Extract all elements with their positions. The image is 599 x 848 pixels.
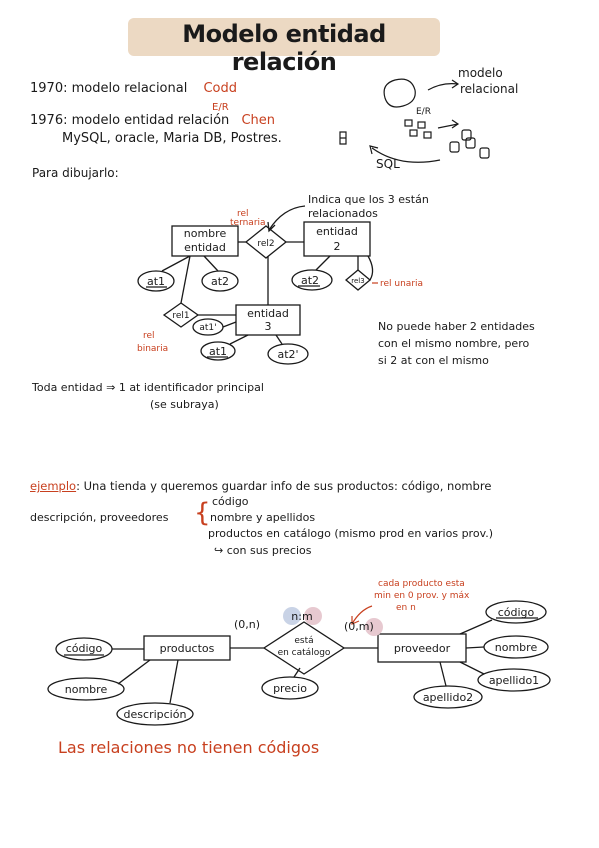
at1-ellipse-2 [200, 341, 236, 361]
entity-2-box [303, 221, 371, 257]
sketch-box-2 [449, 141, 460, 153]
note-right-2: con el mismo nombre, pero [378, 337, 530, 350]
productos-label: productos [160, 642, 215, 655]
at2-prime-label: at2' [277, 348, 298, 361]
rel3-diamond [344, 269, 372, 291]
history-line-2-text: 1976: modelo entidad relación [30, 113, 230, 128]
note-line-3: en n [396, 603, 416, 613]
at1-label: at1 [147, 275, 165, 288]
para-dibujar: Para dibujarlo: [32, 166, 119, 180]
m-highlight [304, 607, 322, 625]
cardinality-left: (0,n) [234, 618, 260, 631]
sketch-arrow-right [437, 123, 459, 129]
page-title: Modelo entidad relación [182, 20, 386, 76]
note-arrow [268, 205, 306, 231]
nombre-left-label: nombre [65, 683, 108, 696]
at2-label-2: at2 [301, 274, 319, 287]
brace-item-2: nombre y apellidos [210, 511, 316, 524]
at1-ellipse [137, 270, 175, 292]
sketch-label-sql: SQL [376, 157, 400, 171]
rel-ternaria-2: ternaria [230, 218, 266, 228]
rel-ternaria-1: rel [237, 209, 249, 219]
at1-prime-label: at1' [199, 323, 216, 333]
brace: { [194, 498, 211, 528]
note-right-3: si 2 at con el mismo [378, 354, 489, 367]
example-text: : Una tienda y queremos guardar info de … [76, 479, 492, 493]
rel-label-1: está [294, 636, 313, 646]
note-line-2: min en 0 prov. y máx [374, 591, 470, 601]
rule-line-2: (se subraya) [150, 398, 219, 411]
history-line-2: 1976: modelo entidad relación Chen [30, 113, 275, 128]
history-line-3: MySQL, oracle, Maria DB, Postres. [62, 131, 282, 146]
example-line: ejemplo: Una tienda y queremos guardar i… [30, 479, 491, 493]
footer-note: Las relaciones no tienen códigos [58, 738, 320, 757]
nombre-left-ellipse [47, 677, 125, 701]
note-line-1: cada producto esta [378, 579, 465, 589]
entity-3-name-2: 3 [265, 320, 272, 333]
descripcion-ellipse [116, 702, 194, 726]
author-codd: Codd [203, 81, 238, 96]
descripcion-label: descripción [124, 708, 187, 721]
rel3-label: rel3 [351, 277, 364, 285]
at2-ellipse-1 [201, 270, 239, 292]
rel-binaria-1: rel [143, 331, 155, 341]
brace-item-1: código [212, 495, 249, 508]
cloud-shape [383, 78, 416, 108]
entity-1-name-1: nombre [184, 227, 227, 240]
example-label: ejemplo [30, 479, 77, 493]
entity-2-name-1: entidad [316, 225, 358, 238]
entity-1-box [171, 225, 239, 257]
codigo-left-label: código [66, 642, 103, 655]
rel-unaria-label: rel unaria [380, 279, 423, 289]
codigo-right-ellipse [485, 600, 547, 624]
rel-binaria-2: binaria [137, 344, 168, 354]
precio-ellipse [261, 676, 319, 700]
er-annotation: E/R [212, 102, 229, 113]
apellido2-ellipse [413, 685, 483, 709]
sketch-arrow-bottom [371, 147, 441, 163]
sketch-label-er: E/R [416, 107, 431, 117]
title-highlight [128, 18, 440, 56]
precio-label: precio [273, 682, 307, 695]
db-icon [339, 131, 347, 145]
sketch-box-1 [404, 119, 413, 127]
at2-ellipse-2 [291, 269, 333, 291]
nombre-right-label: nombre [495, 641, 538, 654]
note-right-1: No puede haber 2 entidades [378, 320, 535, 333]
sketch-label-relational: relacional [460, 82, 519, 96]
sketch-label-model: modelo [458, 66, 503, 80]
entity-3-name-1: entidad [247, 307, 289, 320]
note-top-2: relacionados [308, 207, 378, 220]
rel2-diamond [244, 225, 288, 259]
cardinality-right: (0,m) [344, 620, 374, 633]
entity-1-name-2: entidad [184, 241, 226, 254]
apellido1-label: apellido1 [489, 674, 539, 687]
sketch-arrow-top [427, 83, 459, 91]
author-chen: Chen [241, 113, 276, 128]
apellido2-label: apellido2 [423, 691, 473, 704]
at2-label-1: at2 [211, 275, 229, 288]
at1-label-2: at1 [209, 345, 227, 358]
n-highlight [283, 607, 301, 625]
history-line-1: 1970: modelo relacional Codd [30, 81, 237, 96]
catalogo-diamond [262, 621, 346, 675]
history-line-1-text: 1970: modelo relacional [30, 81, 188, 96]
apellido1-ellipse [477, 668, 551, 692]
m-highlight-right [365, 618, 383, 636]
rel-label-2: en catálogo [278, 648, 331, 658]
rel1-diamond [162, 302, 200, 328]
note-top-1: Indica que los 3 están [308, 193, 429, 206]
example-left: descripción, proveedores [30, 511, 169, 524]
brace-item-4: ↪ con sus precios [214, 544, 312, 557]
at2-prime-ellipse [267, 343, 309, 365]
cardinality-nm: n:m [291, 610, 312, 623]
entity-2-name-2: 2 [334, 240, 341, 253]
rel2-label: rel2 [257, 239, 274, 249]
proveedor-label: proveedor [394, 642, 451, 655]
rel1-label: rel1 [172, 311, 189, 321]
brace-item-3: productos en catálogo (mismo prod en var… [208, 527, 494, 540]
codigo-right-label: código [498, 606, 535, 619]
rule-line-1: Toda entidad ⇒ 1 at identificador princi… [32, 381, 264, 394]
